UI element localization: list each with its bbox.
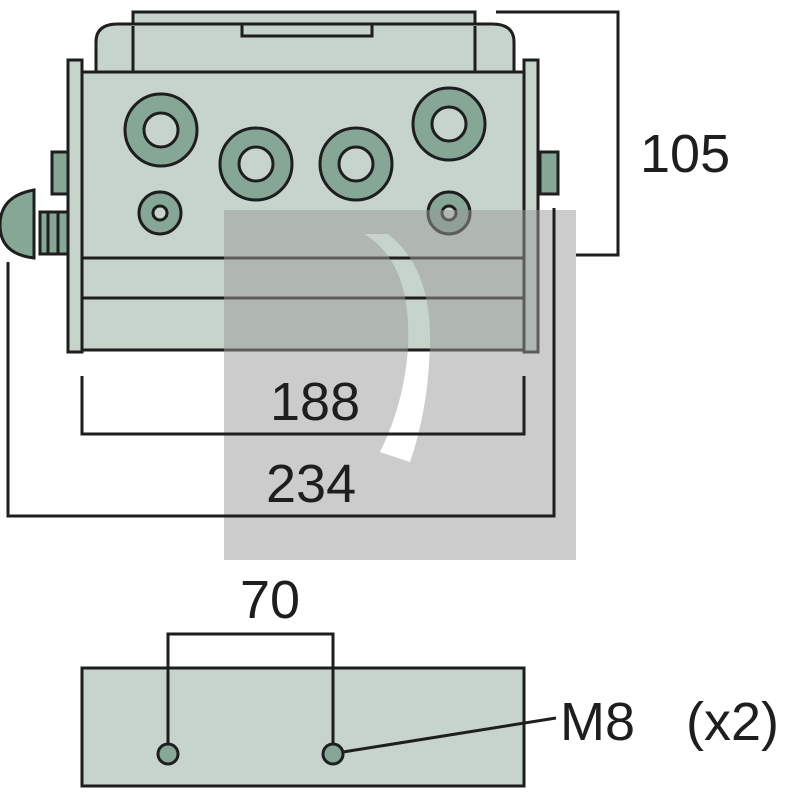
mounting-plate-bottom-view: 70 M8 (x2) xyxy=(80,570,779,788)
mounting-hole-left xyxy=(156,742,180,766)
left-bracket xyxy=(66,58,84,354)
right-side-tab xyxy=(538,150,560,196)
top-cover xyxy=(94,22,516,74)
port-large-1 xyxy=(123,92,199,168)
dimension-height: 105 xyxy=(496,10,730,257)
dimension-inner-width: 188 xyxy=(80,372,526,436)
left-side-tab xyxy=(50,150,70,196)
dimension-inner-width-label: 188 xyxy=(270,372,360,432)
port-large-2 xyxy=(218,126,294,202)
thread-count-label: (x2) xyxy=(686,692,779,752)
port-large-3 xyxy=(318,126,394,202)
port-large-4 xyxy=(411,86,487,162)
mounting-plate xyxy=(80,666,526,788)
dimension-outer-width: 234 xyxy=(6,208,556,518)
cover-slot xyxy=(240,22,374,38)
dimension-height-label: 105 xyxy=(640,124,730,184)
thread-callout-label: M8 xyxy=(560,692,635,752)
lever-knob xyxy=(0,188,70,260)
port-small-1 xyxy=(137,190,183,236)
dimension-hole-spacing-label: 70 xyxy=(240,570,300,630)
watermark-logo xyxy=(224,210,576,560)
mounting-hole-right xyxy=(321,742,345,766)
dimension-outer-width-label: 234 xyxy=(266,454,356,514)
